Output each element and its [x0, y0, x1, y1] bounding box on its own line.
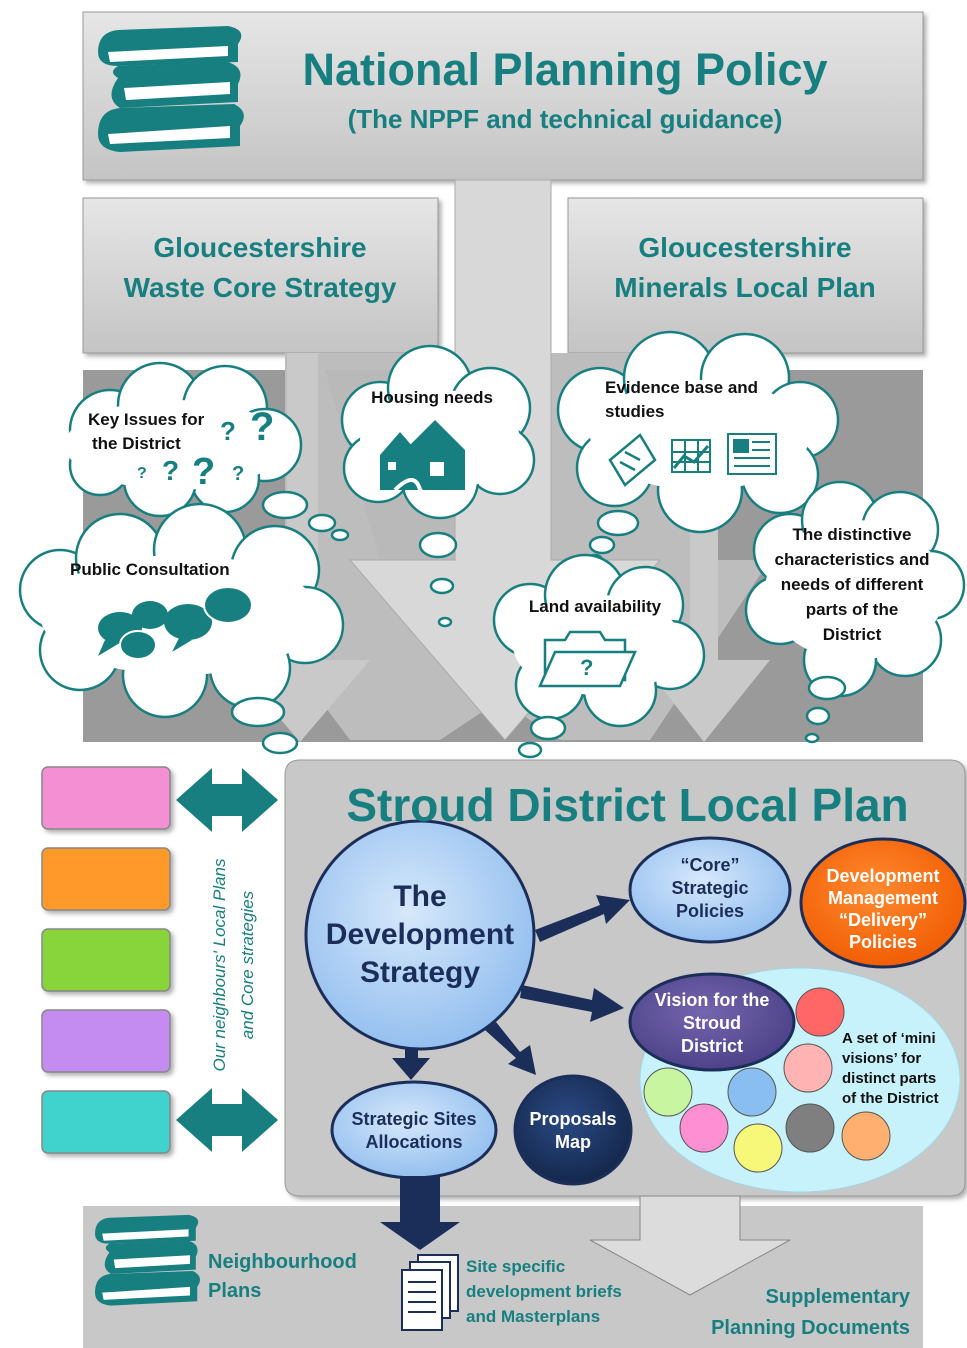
vision-line2: Stroud — [683, 1013, 741, 1033]
cloud-key-issues-line2: the District — [92, 434, 181, 453]
mini-vision-circles — [643, 987, 891, 1173]
strategic-sites-ellipse — [330, 1080, 498, 1180]
question-marks-icon: ? ? ? ? ? ? — [137, 405, 274, 493]
cloud-distinctive-line5: District — [822, 625, 882, 644]
strategic-sites-line2: Allocations — [365, 1132, 463, 1152]
document-icon — [727, 433, 777, 475]
cloud-evidence-line1: Evidence base and — [605, 378, 759, 397]
spd-line1: Supplementary — [765, 1286, 910, 1308]
vision-line3: District — [680, 1036, 743, 1056]
vision-ellipse — [628, 972, 796, 1072]
mini-circle-4 — [727, 1067, 777, 1117]
minerals-plan-box — [567, 197, 924, 354]
mini-circle-2 — [783, 1043, 833, 1093]
site-specific-line1: Site specific — [466, 1257, 566, 1276]
neighbour-box-3 — [41, 928, 171, 992]
books-icon — [98, 26, 244, 152]
dm-policies-line4: Policies — [848, 932, 918, 952]
neighbour-boxes — [41, 766, 171, 1154]
cloud-distinctive-line2: characteristics and — [774, 550, 930, 569]
dev-strategy-line3: Strategy — [359, 956, 481, 989]
site-specific-line2: development briefs — [466, 1282, 622, 1301]
double-arrow-top — [176, 768, 278, 832]
svg-text:?: ? — [162, 455, 179, 486]
mini-circle-3 — [643, 1067, 693, 1117]
neighbour-box-4 — [41, 1009, 171, 1073]
papers-icon — [401, 1254, 459, 1331]
spd-line2: Planning Documents — [711, 1317, 910, 1339]
dm-policies-line1: Development — [826, 866, 940, 886]
neighbour-box-1 — [41, 766, 171, 830]
neighbour-box-5 — [41, 1090, 171, 1154]
neighbours-label-line1: Our neighbours' Local Plans — [210, 858, 229, 1072]
neighbours-label-line2: and Core strategies — [238, 890, 257, 1040]
minerals-title-line2: Minerals Local Plan — [614, 272, 876, 303]
mini-visions-line4: of the District — [842, 1090, 939, 1107]
mini-visions-line3: distinct parts — [842, 1070, 937, 1087]
dm-policies-line2: Management — [827, 888, 939, 908]
svg-text:?: ? — [220, 416, 236, 446]
core-policies-line3: Policies — [675, 901, 745, 921]
dm-policies-ellipse — [799, 837, 967, 969]
minerals-title-line1: Gloucestershire — [638, 232, 852, 263]
cloud-evidence-line2: studies — [605, 402, 665, 421]
proposals-map-ellipse — [513, 1074, 633, 1186]
development-strategy-circle — [304, 819, 536, 1051]
core-policies-ellipse — [628, 836, 792, 944]
core-policies-line2: Strategic — [671, 878, 749, 898]
chart-icon — [671, 439, 711, 473]
strategy-arrows — [392, 895, 630, 1080]
neighbourhood-plans-line2: Plans — [208, 1280, 262, 1302]
clipboard-icon — [608, 433, 657, 487]
svg-text:?: ? — [137, 465, 147, 482]
waste-strategy-box — [82, 197, 439, 354]
waste-title-line2: Waste Core Strategy — [123, 272, 397, 303]
mini-circle-6 — [733, 1123, 783, 1173]
footer-band — [83, 1176, 923, 1348]
mini-visions-line1: A set of ‘mini — [842, 1030, 936, 1047]
mini-circle-1 — [795, 987, 845, 1037]
site-specific-line3: and Masterplans — [466, 1307, 601, 1326]
cloud-key-issues — [65, 361, 350, 542]
mini-circle-5 — [679, 1103, 729, 1153]
folder-question-icon: ? — [538, 630, 637, 688]
footer-books-icon — [95, 1214, 201, 1306]
waste-title-line1: Gloucestershire — [153, 232, 367, 263]
cloud-distinctive-line4: parts of the — [805, 600, 899, 619]
svg-text:?: ? — [580, 655, 593, 680]
houses-icon — [380, 420, 465, 498]
dev-strategy-line1: The — [393, 880, 447, 913]
cloud-distinctive — [744, 480, 966, 744]
cloud-distinctive-line1: The distinctive — [792, 525, 912, 544]
dm-policies-line3: “Delivery” — [838, 910, 928, 930]
svg-text:?: ? — [250, 405, 274, 449]
proposals-map-line2: Map — [555, 1132, 591, 1152]
local-plan-title: Stroud District Local Plan — [346, 779, 909, 831]
national-policy-title: National Planning Policy — [302, 44, 828, 95]
mini-circle-8 — [841, 1111, 891, 1161]
neighbour-box-2 — [41, 847, 171, 911]
mini-visions-line2: visions’ for — [842, 1050, 922, 1067]
svg-text:?: ? — [232, 463, 244, 485]
strategic-sites-line1: Strategic Sites — [351, 1109, 477, 1129]
cloud-distinctive-line3: needs of different — [780, 575, 924, 594]
core-policies-line1: “Core” — [680, 855, 740, 875]
speech-bubbles-icon — [98, 586, 253, 660]
national-policy-subtitle: (The NPPF and technical guidance) — [347, 104, 783, 134]
double-arrow-bottom — [176, 1088, 278, 1152]
cloud-housing-label: Housing needs — [371, 388, 493, 407]
neighbourhood-plans-line1: Neighbourhood — [208, 1251, 357, 1273]
dev-strategy-line2: Development — [325, 918, 515, 951]
vision-line1: Vision for the — [654, 990, 770, 1010]
cloud-key-issues-line1: Key Issues for — [88, 410, 205, 429]
proposals-map-line1: Proposals — [529, 1109, 617, 1129]
svg-text:?: ? — [192, 451, 215, 493]
cloud-land-label: Land availability — [528, 597, 662, 616]
mini-circle-7 — [785, 1103, 835, 1153]
cloud-consultation-label: Public Consultation — [70, 560, 230, 579]
